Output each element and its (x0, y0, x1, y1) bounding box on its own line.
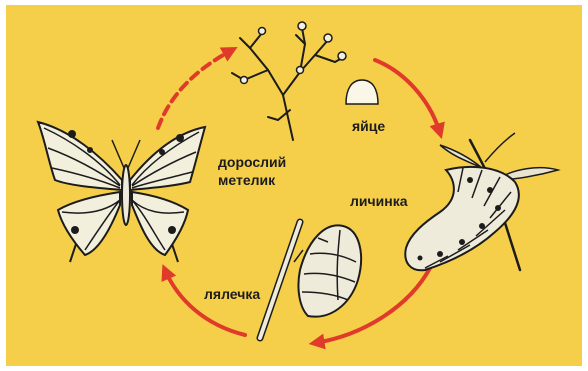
label-egg: яйце (352, 118, 385, 134)
caterpillar-icon (405, 133, 558, 270)
butterfly-icon (38, 122, 205, 262)
label-pupa: лялечка (204, 286, 260, 302)
label-adult-line2: метелик (218, 172, 275, 188)
chrysalis-icon (260, 222, 361, 338)
arrow-pupa-to-adult (165, 270, 245, 335)
label-adult-line1: дорослий (218, 154, 286, 170)
egg-icon (346, 80, 378, 104)
branch-with-eggs-icon (232, 22, 346, 140)
label-larva: личинка (350, 193, 407, 209)
arrow-adult-to-egg (158, 50, 232, 128)
